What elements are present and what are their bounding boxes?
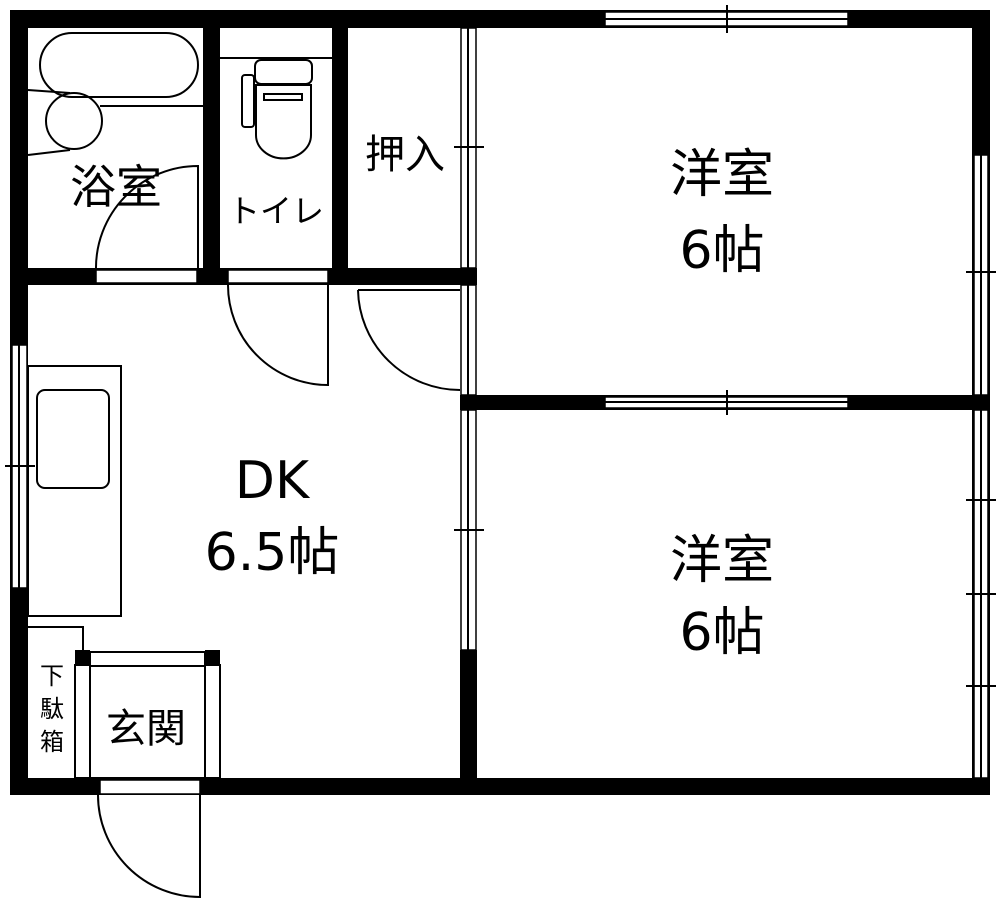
shoe-box-char-1: 下 [40, 662, 64, 690]
room-label-dk: DK [235, 451, 311, 511]
room-label-western1: 洋室 [670, 145, 774, 205]
room-label-entrance: 玄関 [106, 706, 186, 752]
room-label-bath: 浴室 [70, 160, 162, 214]
shoe-box-char-3: 箱 [40, 728, 64, 756]
room-size-western1: 6帖 [679, 221, 764, 281]
shoe-box-char-2: 駄 [40, 695, 64, 723]
room-size-western2: 6帖 [679, 603, 764, 663]
room-label-closet: 押入 [365, 132, 445, 178]
room-label-western2: 洋室 [670, 531, 774, 591]
doors [94, 164, 461, 899]
room-size-dk: 6.5帖 [205, 523, 340, 583]
fixtures [27, 32, 332, 779]
windows [5, 5, 996, 779]
room-label-toilet: トイレ [228, 192, 324, 230]
